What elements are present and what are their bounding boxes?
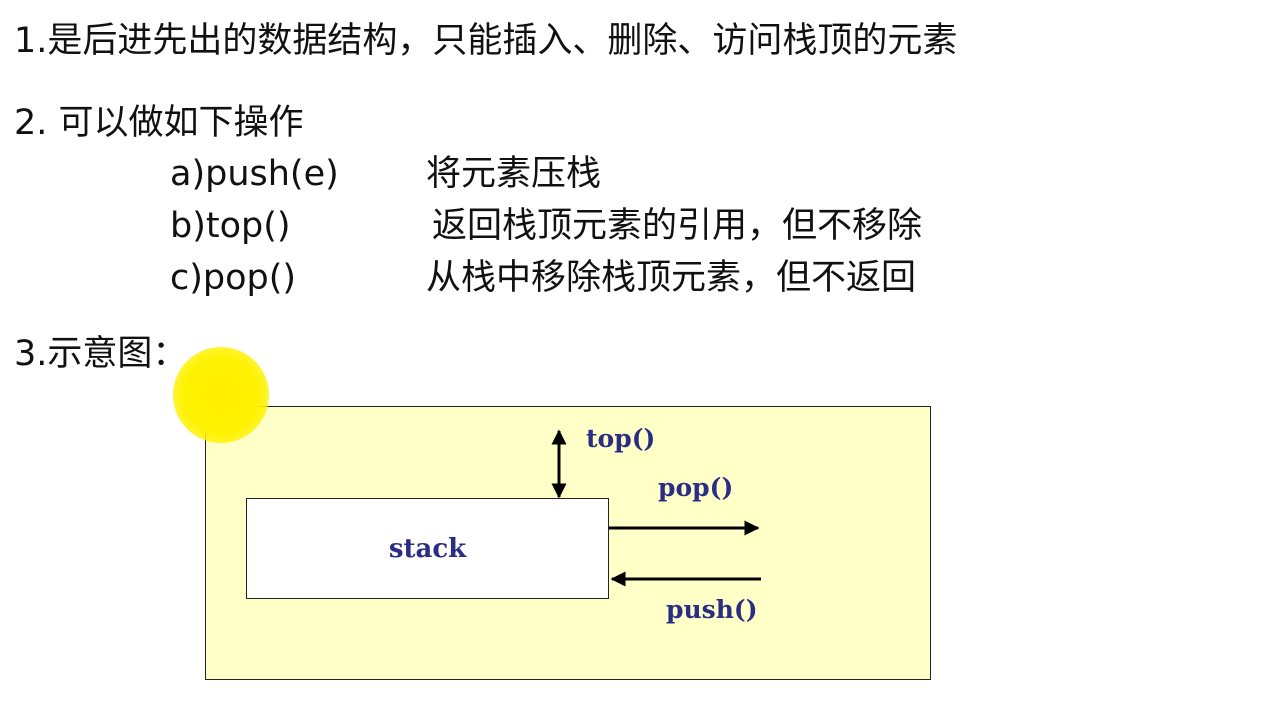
top-label: top() [586,424,656,453]
point-3-heading: 3.示意图： [14,334,188,374]
operation-pop-description: 从栈中移除栈顶元素，但不返回 [426,258,917,298]
stack-label: stack [388,533,467,564]
cursor-highlight [173,347,269,443]
operation-top-description: 返回栈顶元素的引用，但不移除 [432,206,923,246]
point-1-definition: 1.是后进先出的数据结构，只能插入、删除、访问栈顶的元素 [14,21,958,61]
operation-push-code: a)push(e) [170,154,339,194]
operation-push-description: 将元素压栈 [426,154,602,194]
push-label: push() [666,595,758,624]
operation-top-code: b)top() [170,206,291,246]
operation-pop-code: c)pop() [170,258,297,298]
diagram-arrows [551,429,761,587]
stack-diagram: stack top() pop() push() [205,406,931,680]
point-2-heading: 2. 可以做如下操作 [14,103,304,143]
pop-label: pop() [658,473,734,502]
stack-box: stack [246,498,609,599]
